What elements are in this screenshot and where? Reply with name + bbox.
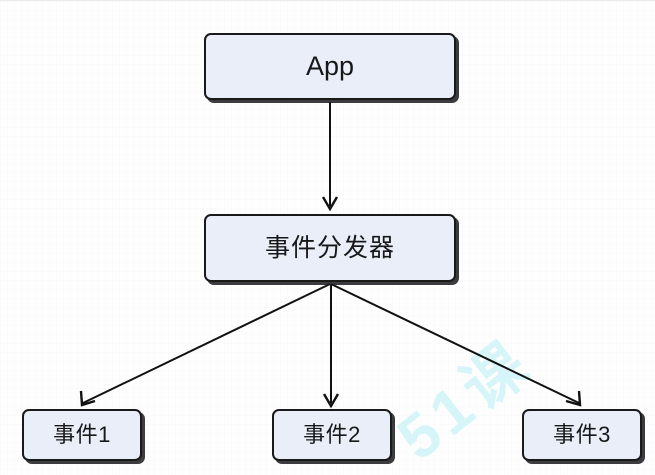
edge-dispatcher-to-event-3 <box>330 283 582 407</box>
node-app[interactable]: App <box>204 33 456 100</box>
node-event-1[interactable]: 事件1 <box>22 409 142 461</box>
edge-dispatcher-to-event-1 <box>79 283 331 407</box>
node-dispatcher[interactable]: 事件分发器 <box>204 214 456 282</box>
node-event-2-label: 事件2 <box>303 422 361 447</box>
edge-app-to-dispatcher <box>321 102 339 212</box>
node-event-3-label: 事件3 <box>553 422 611 447</box>
node-dispatcher-label: 事件分发器 <box>264 233 395 262</box>
edge-dispatcher-to-event-2 <box>322 284 340 409</box>
node-event-1-label: 事件1 <box>53 422 111 447</box>
node-app-label: App <box>305 51 355 81</box>
node-event-3[interactable]: 事件3 <box>522 409 642 461</box>
node-event-2[interactable]: 事件2 <box>272 409 392 461</box>
